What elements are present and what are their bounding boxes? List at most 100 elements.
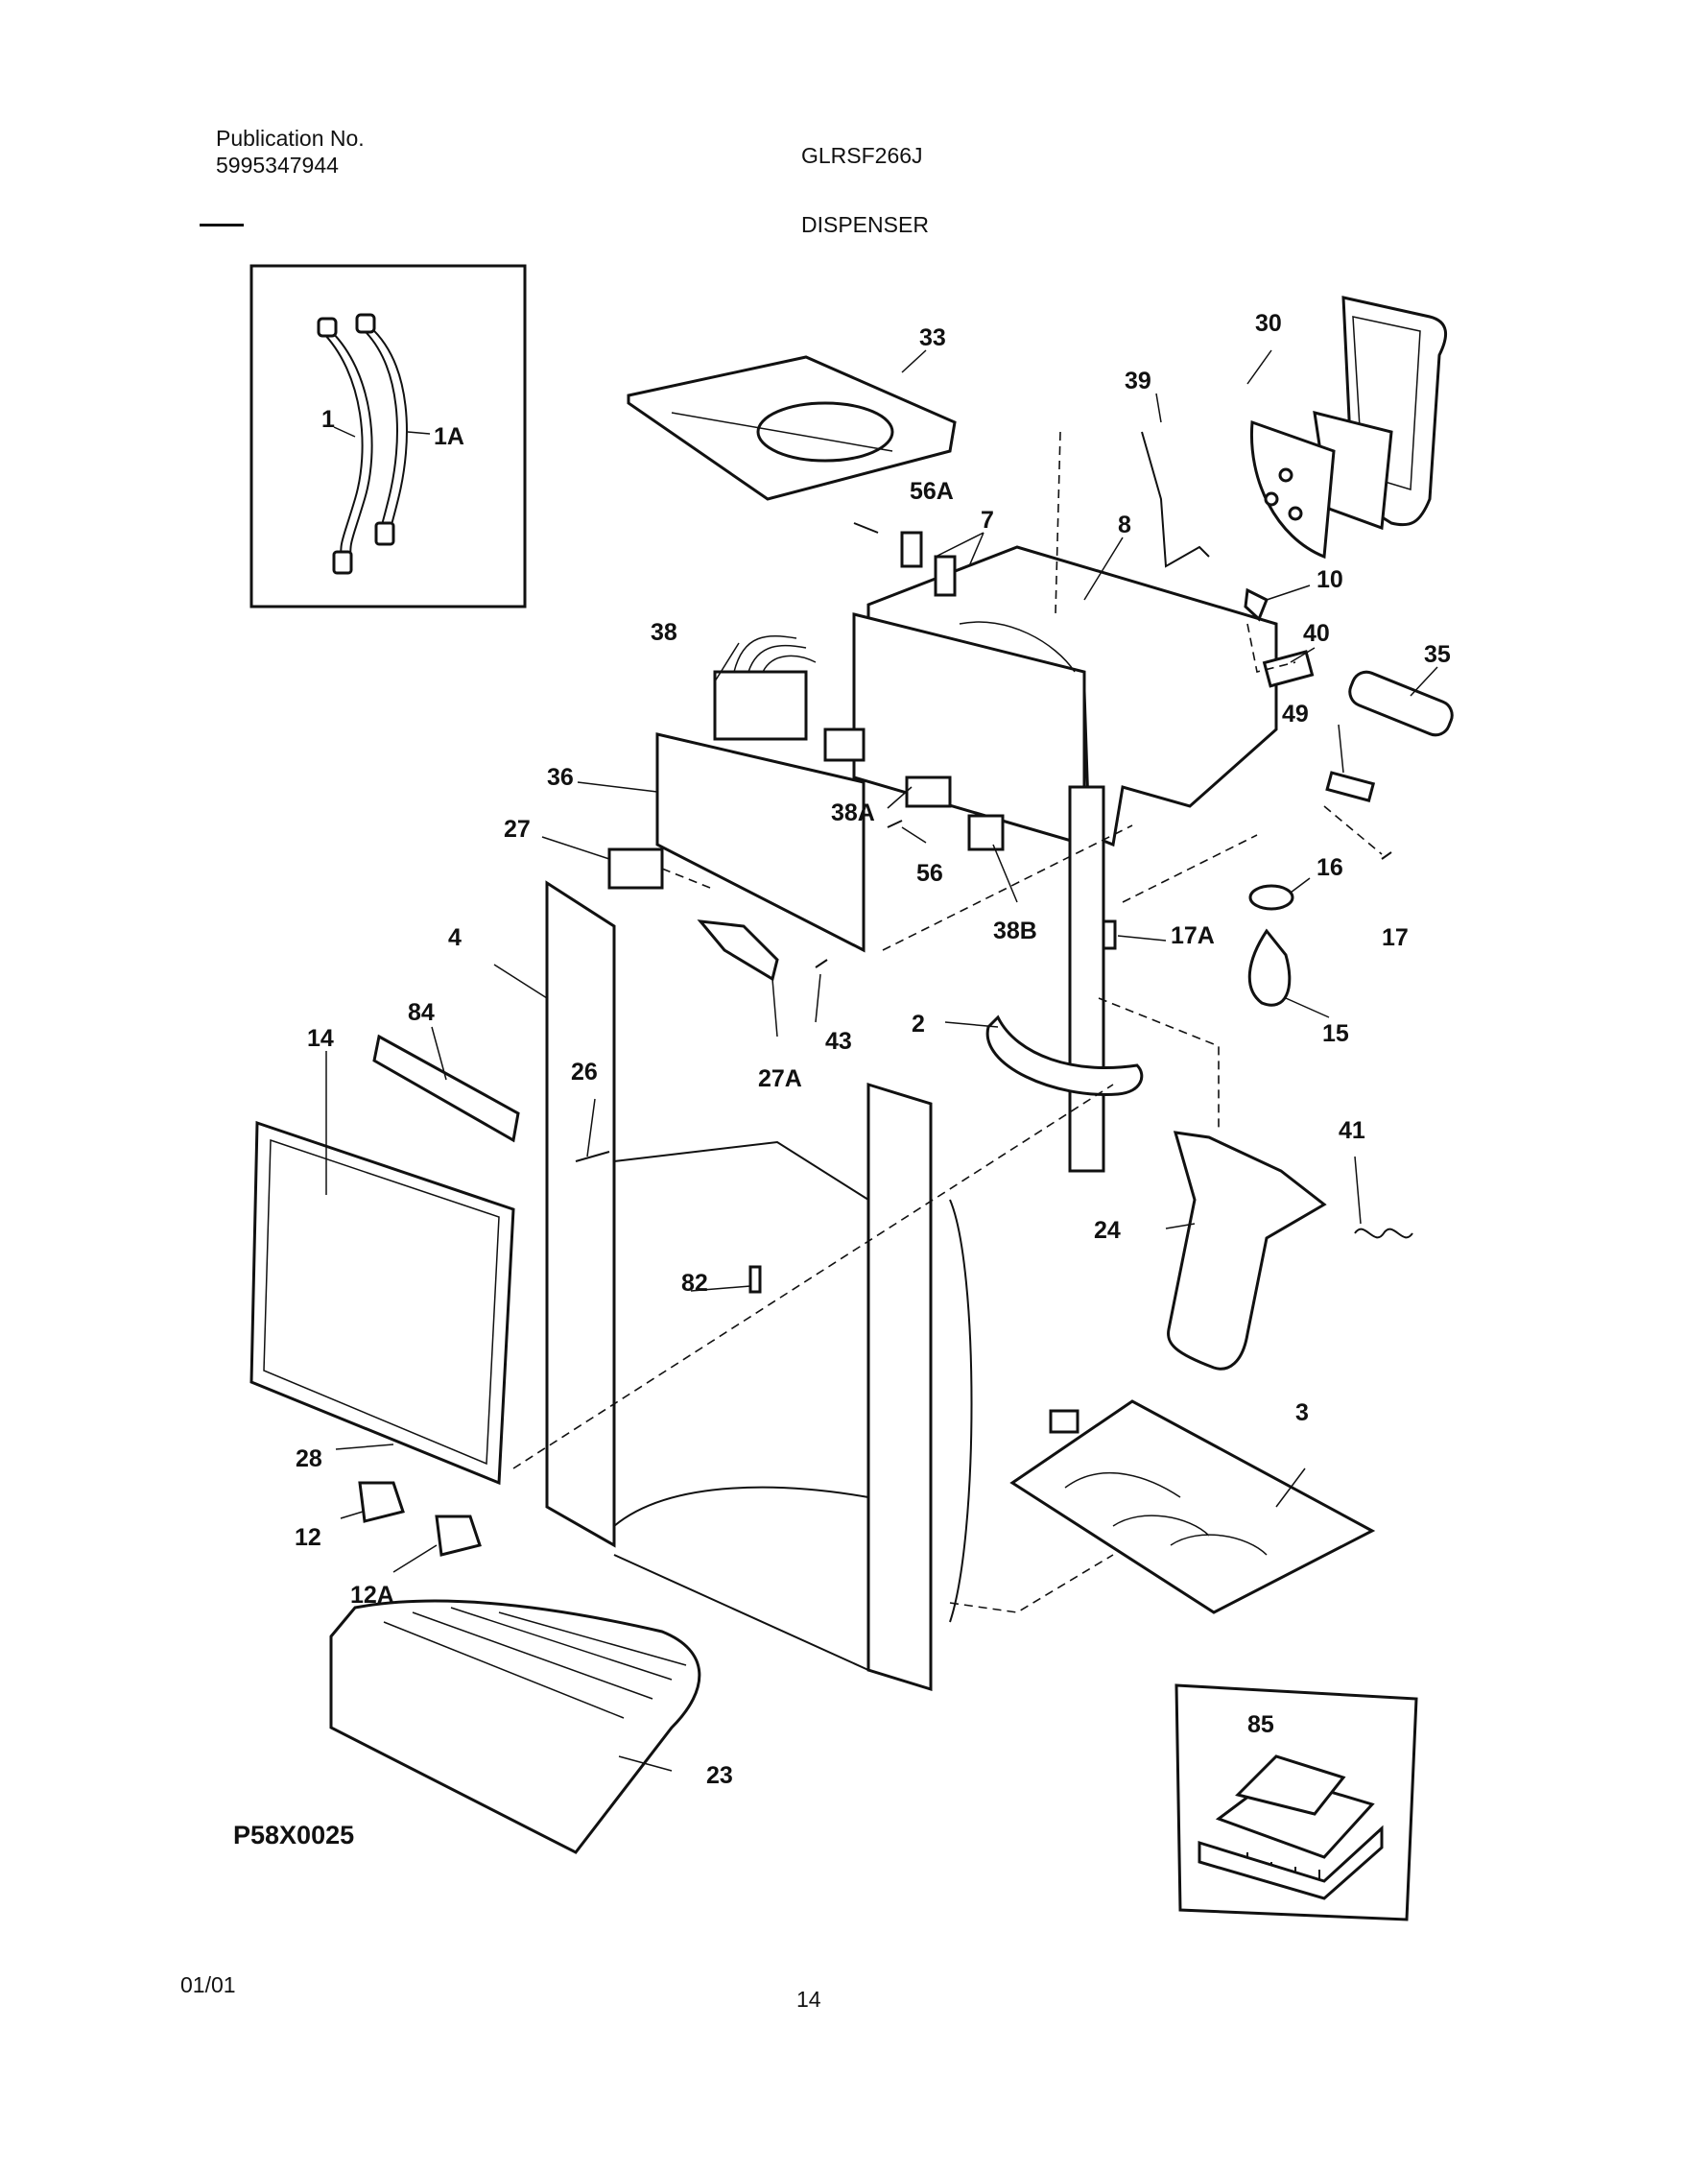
callout-8: 8	[1118, 512, 1131, 538]
callout-26: 26	[571, 1059, 598, 1086]
callout-17a: 17A	[1171, 922, 1215, 949]
revision-dash	[200, 224, 244, 227]
part-38-wires	[733, 635, 817, 673]
part-12-clip	[358, 1481, 405, 1523]
callout-82: 82	[681, 1270, 708, 1297]
callout-labels: 1 1A 33 30 39 56A 7 8 10 40 35 49 38 36 …	[295, 310, 1451, 1789]
part-24-actuator	[1167, 1131, 1327, 1371]
part-3-heater	[1009, 1399, 1376, 1614]
inset-water-tubes	[249, 264, 527, 608]
callout-3: 3	[1295, 1399, 1309, 1426]
part-35-solenoid-body	[1348, 670, 1454, 737]
part-16-socket	[1248, 884, 1294, 911]
part-23-drip-tray	[329, 1599, 701, 1854]
section-title: DISPENSER	[801, 212, 929, 237]
callout-35: 35	[1424, 641, 1451, 668]
leader-lines	[325, 349, 1438, 1772]
callout-84: 84	[408, 999, 435, 1026]
part-4-frame-post-right	[866, 1082, 933, 1692]
assembly-line-41	[1098, 997, 1220, 1133]
callout-38: 38	[651, 619, 677, 646]
model-number: GLRSF266J	[801, 143, 923, 168]
callout-16: 16	[1317, 854, 1343, 881]
part-33-top-plate	[627, 355, 957, 501]
assembly-line-16	[1122, 834, 1258, 903]
part-28-door-frame	[249, 1120, 515, 1486]
callout-12: 12	[295, 1524, 321, 1551]
callout-1a: 1A	[434, 423, 464, 450]
callout-56a: 56A	[910, 478, 954, 505]
callout-41: 41	[1339, 1117, 1365, 1144]
part-30-container	[1249, 296, 1448, 560]
figure-code: P58X0025	[233, 1821, 355, 1849]
part-38b-switch	[967, 814, 1005, 851]
callout-15: 15	[1322, 1020, 1349, 1047]
callout-28: 28	[296, 1445, 322, 1472]
assembly-line-27	[661, 868, 711, 889]
callout-24: 24	[1094, 1217, 1121, 1244]
callout-30: 30	[1255, 310, 1282, 337]
inset-part-85	[1174, 1683, 1418, 1921]
callout-40: 40	[1303, 620, 1330, 647]
publication-number: 5995347944	[216, 153, 339, 178]
part-12a-clip	[435, 1515, 482, 1557]
callout-38a: 38A	[831, 799, 875, 826]
page-number: 14	[796, 1987, 821, 2012]
part-84-tape	[372, 1034, 520, 1143]
callout-4: 4	[448, 924, 462, 951]
part-26-screw	[575, 1151, 610, 1162]
publication-label: Publication No.	[216, 126, 365, 151]
part-40-solenoid	[1262, 650, 1315, 688]
callout-17: 17	[1382, 924, 1409, 951]
part-27a-lever	[697, 919, 779, 982]
part-4-frame-drum	[949, 1199, 973, 1623]
part-38-board	[713, 670, 808, 741]
part-49-bracket	[1325, 771, 1376, 802]
callout-49: 49	[1282, 701, 1309, 728]
callout-14: 14	[307, 1025, 334, 1052]
part-7-switch-a	[900, 531, 923, 568]
part-56-screw	[887, 820, 903, 828]
part-2-ring	[985, 1014, 1144, 1096]
part-4-frame-top	[613, 1140, 869, 1201]
assembly-line-3	[949, 1554, 1114, 1613]
callout-39: 39	[1125, 368, 1151, 394]
part-14-door-panel	[263, 1138, 500, 1466]
callout-12a: 12A	[350, 1582, 394, 1609]
callout-27: 27	[504, 816, 531, 843]
callout-38b: 38B	[993, 918, 1037, 944]
callout-85: 85	[1247, 1711, 1274, 1738]
assembly-line-36	[882, 824, 1133, 951]
assembly-line-17	[1323, 805, 1383, 855]
part-36-control-panel	[655, 732, 866, 953]
footer-date: 01/01	[180, 1972, 236, 1997]
callout-23: 23	[706, 1762, 733, 1789]
part-15-bulb	[1247, 928, 1292, 1007]
part-17-screw	[1381, 851, 1392, 860]
part-38a-switch-2	[905, 775, 952, 808]
part-7-switch-b	[934, 555, 957, 597]
part-56a-screw	[853, 522, 879, 534]
assembly-line-39	[1055, 431, 1061, 615]
callout-27a: 27A	[758, 1065, 802, 1092]
callout-33: 33	[919, 324, 946, 351]
part-17a-screw	[1102, 919, 1117, 950]
callout-43: 43	[825, 1028, 852, 1055]
assembly-line-10	[1246, 623, 1296, 673]
part-41-spring	[1354, 1228, 1413, 1239]
part-38a-switch	[823, 728, 866, 762]
part-82-screw	[748, 1265, 762, 1294]
part-39-rod	[1141, 431, 1210, 568]
part-43-screw	[815, 959, 828, 968]
part-27-bracket	[607, 847, 664, 890]
part-10-clip	[1244, 587, 1269, 622]
callout-2: 2	[912, 1011, 925, 1038]
assembly-line-28	[512, 1084, 1114, 1469]
callout-7: 7	[981, 507, 994, 534]
callout-10: 10	[1317, 566, 1343, 593]
callout-1: 1	[321, 406, 335, 433]
callout-36: 36	[547, 764, 574, 791]
part-4-frame-bottom	[613, 1486, 869, 1671]
callout-56: 56	[916, 860, 943, 887]
